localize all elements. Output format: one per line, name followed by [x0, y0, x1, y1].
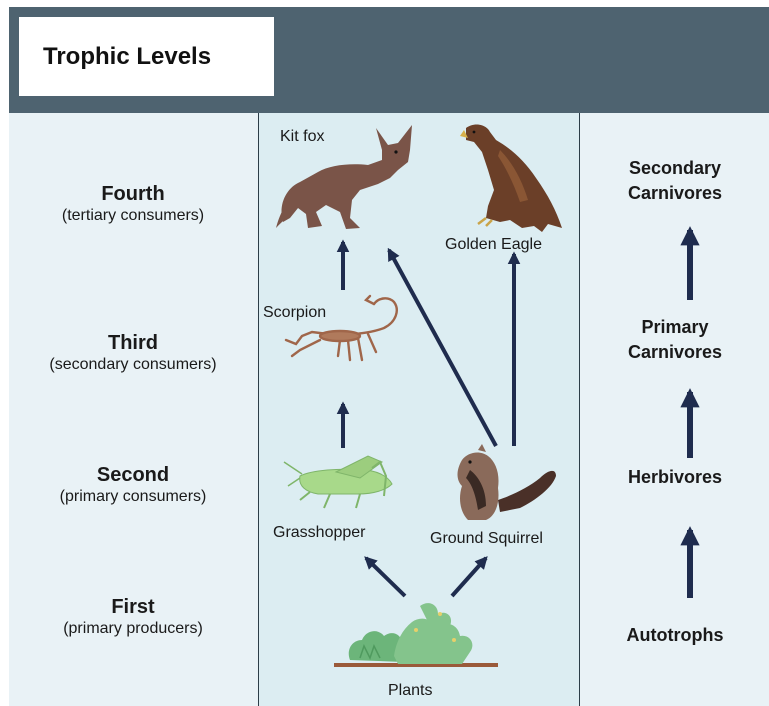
role-primary-carnivores: Primary Carnivores	[581, 315, 769, 365]
role-line: Primary	[581, 315, 769, 340]
ground-squirrel-icon	[458, 444, 557, 520]
role-secondary-carnivores: Secondary Carnivores	[581, 156, 769, 206]
role-line: Carnivores	[581, 340, 769, 365]
role-herbivores: Herbivores	[581, 465, 769, 490]
arrow-plants-to-squirrel	[452, 558, 486, 596]
label-plants: Plants	[388, 682, 432, 700]
role-line: Secondary	[581, 156, 769, 181]
golden-eagle-icon	[460, 125, 562, 232]
role-autotrophs: Autotrophs	[581, 623, 769, 648]
label-kit-fox: Kit fox	[280, 128, 324, 146]
arrow-squirrel-to-fox	[389, 250, 496, 446]
grasshopper-icon	[284, 456, 392, 508]
label-scorpion: Scorpion	[263, 304, 326, 322]
label-golden-eagle: Golden Eagle	[445, 236, 542, 254]
role-line: Carnivores	[581, 181, 769, 206]
plants-icon	[334, 603, 498, 667]
arrow-plants-to-grasshopper	[366, 558, 405, 596]
label-ground-squirrel: Ground Squirrel	[430, 530, 543, 548]
label-grasshopper: Grasshopper	[273, 524, 366, 542]
